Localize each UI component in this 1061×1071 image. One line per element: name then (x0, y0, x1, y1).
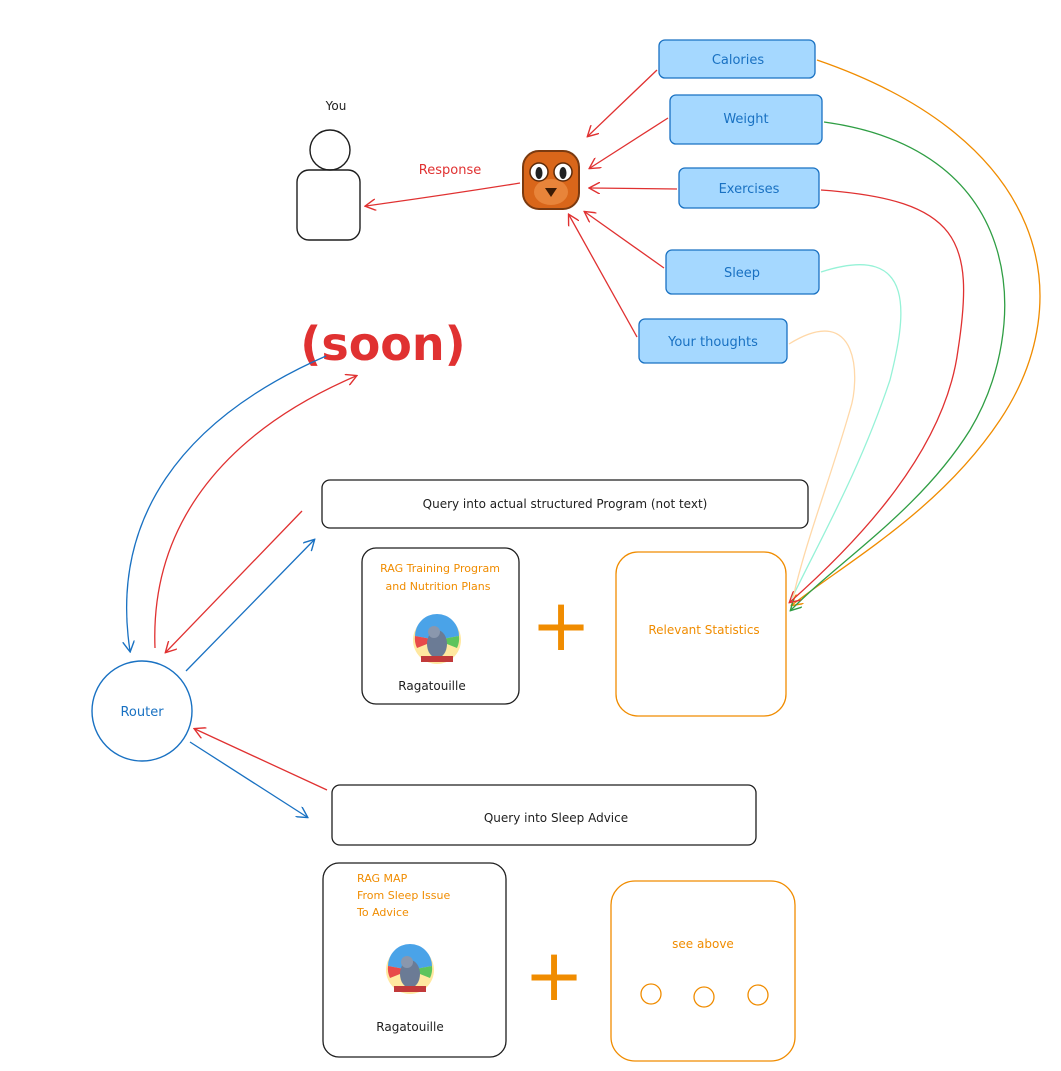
sleep-rag-title-2: From Sleep Issue (357, 889, 450, 902)
ellipsis-dot-2 (693, 986, 715, 1008)
person-you: You (296, 99, 361, 241)
program-query-label: Query into actual structured Program (no… (423, 497, 708, 511)
program-rag-box: RAG Training Program and Nutrition Plans… (361, 547, 520, 705)
response-arrow: Response (366, 163, 521, 206)
owl-bot-icon (522, 150, 580, 210)
input-sleep-label: Sleep (724, 266, 760, 281)
router-program-arrows (166, 510, 314, 672)
input-calories-label: Calories (712, 53, 765, 68)
plus-sign-1: + (531, 583, 591, 667)
input-calories: Calories (658, 39, 816, 79)
relevant-statistics-label: Relevant Statistics (648, 623, 759, 637)
ragatouille-logo-icon-2 (386, 944, 434, 994)
input-exercises-label: Exercises (719, 182, 780, 197)
program-rag-caption: Ragatouille (398, 679, 465, 693)
soon-label: (soon) (300, 317, 465, 371)
input-your-thoughts: Your thoughts (638, 318, 788, 364)
sleep-rag-caption: Ragatouille (376, 1020, 443, 1034)
sleep-rag-box: RAG MAP From Sleep Issue To Advice Ragat… (322, 862, 507, 1058)
input-to-bot-arrows (569, 69, 678, 338)
sleep-query-box: Query into Sleep Advice (331, 784, 757, 846)
input-to-stats-arrows (789, 59, 1041, 610)
plus-sign-2: + (524, 933, 584, 1017)
input-weight: Weight (669, 94, 823, 145)
ragatouille-logo-icon (413, 614, 461, 664)
input-your-thoughts-label: Your thoughts (667, 335, 758, 350)
response-label: Response (419, 163, 481, 178)
see-above-label: see above (672, 937, 734, 951)
router-label: Router (120, 705, 164, 720)
input-weight-label: Weight (723, 112, 768, 127)
person-label: You (325, 99, 347, 113)
router-soon-arrows (127, 355, 356, 651)
input-exercises: Exercises (678, 167, 820, 209)
router-node: Router (91, 660, 193, 762)
person-body (296, 169, 361, 241)
sleep-rag-title-3: To Advice (356, 906, 409, 919)
sleep-rag-title-1: RAG MAP (357, 872, 408, 885)
input-sleep: Sleep (665, 249, 820, 295)
sleep-query-label: Query into Sleep Advice (484, 811, 628, 825)
ellipsis-dot-1 (640, 983, 662, 1005)
program-rag-title-2: and Nutrition Plans (386, 580, 491, 593)
ellipsis-dot-3 (747, 984, 769, 1006)
person-head (309, 129, 351, 171)
router-sleep-arrows (189, 729, 328, 817)
program-rag-title-1: RAG Training Program (380, 562, 500, 575)
program-query-box: Query into actual structured Program (no… (321, 479, 809, 529)
see-above-box: see above (610, 880, 796, 1062)
relevant-statistics-box: Relevant Statistics (615, 551, 787, 717)
